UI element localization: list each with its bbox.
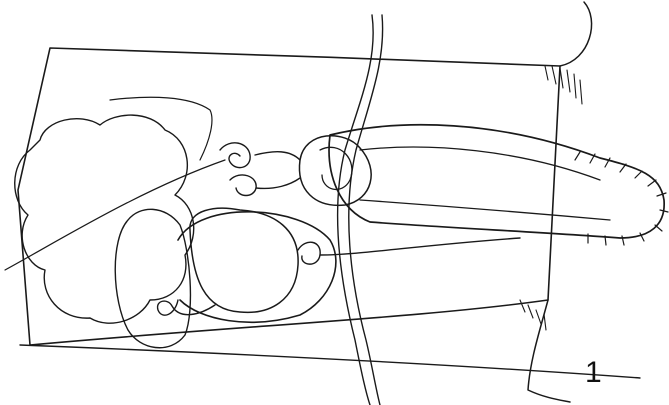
penis-shaft (329, 125, 664, 238)
ovary-cluster (15, 115, 194, 323)
body-wall (18, 48, 640, 378)
gland-body (178, 208, 336, 322)
panel-label: 1 (585, 358, 602, 388)
cuticle-flap-upper (545, 2, 592, 104)
egg-cluster (115, 209, 190, 347)
filament (5, 97, 225, 270)
cuticle-flap-lower (520, 300, 570, 402)
sperm-duct (220, 143, 520, 264)
nerve-cord (338, 15, 383, 405)
oviduct-loop (158, 300, 215, 315)
seminal-vesicle (299, 136, 371, 206)
spiny-tip (575, 152, 668, 245)
